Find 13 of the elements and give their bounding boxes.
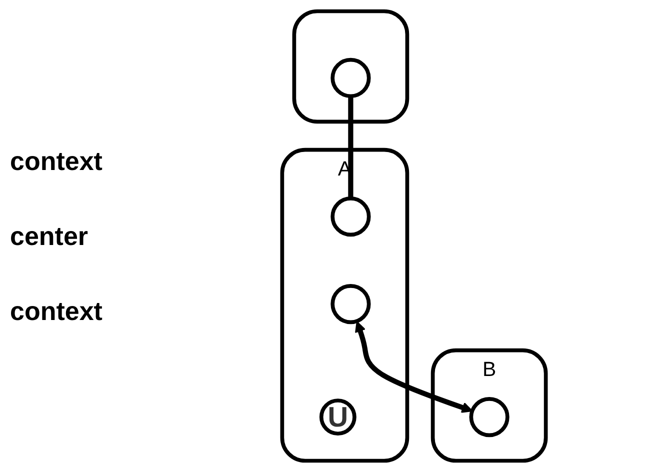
cluster: [430, 348, 548, 463]
node-circle: [330, 58, 371, 98]
node-circle: [330, 284, 371, 324]
arrow: [355, 321, 473, 413]
node-circle: [330, 196, 371, 237]
cluster: [292, 9, 410, 124]
row-label: context: [9, 144, 104, 178]
row-label: center: [9, 220, 90, 252]
row-label: context: [9, 294, 104, 328]
node-circle: [319, 398, 356, 436]
connector: [348, 96, 354, 198]
node-circle: [469, 397, 510, 438]
cluster: [280, 148, 410, 463]
